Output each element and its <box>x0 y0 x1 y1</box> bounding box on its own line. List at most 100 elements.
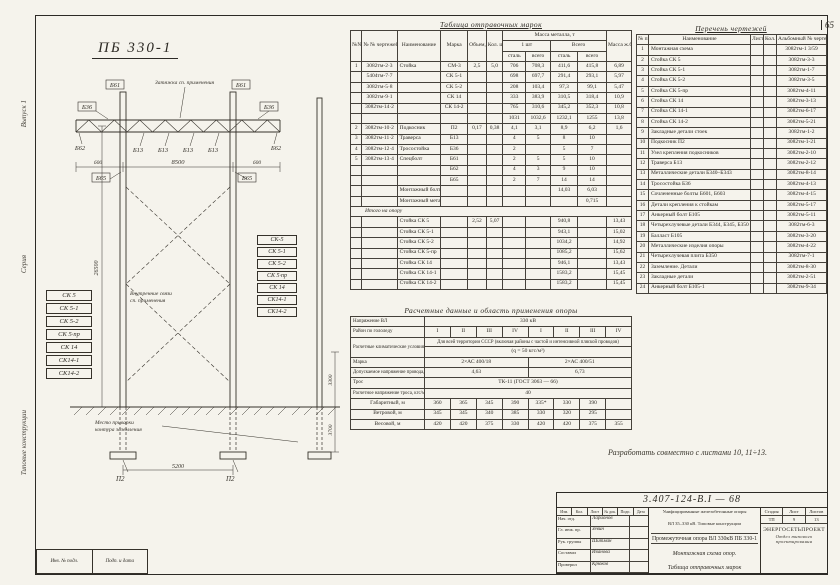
table-cell: 2 <box>349 123 363 135</box>
table-cell <box>576 216 608 228</box>
climate-text: Для всей территории СССР (включая районы… <box>424 336 632 348</box>
table-cell <box>763 147 777 160</box>
table-cell <box>396 102 442 114</box>
organization-name: ЭНЕРГОСЕТЬПРОЕКТ <box>763 527 825 533</box>
table-cell: 708,3 <box>525 61 552 73</box>
table-cell: Стойка СК 5-2 <box>648 75 751 87</box>
page-number: 65 <box>821 20 834 30</box>
col-header: сталь <box>550 50 578 63</box>
table-cell: Детали крепления к стойкам <box>648 199 751 212</box>
table-cell: 5,47 <box>606 81 632 94</box>
table-cell <box>750 65 764 77</box>
drawing-labels: Б36 Б61 Б61 Б36 Б62 Б62 Б13 Б13 Б13 Б13 … <box>74 80 334 483</box>
table-cell: 3082тм-4-11 <box>776 85 827 98</box>
table-cell: Траверса Б13 <box>648 158 751 170</box>
table-cell: 385 <box>501 408 529 420</box>
table-cell: 2 <box>502 175 527 187</box>
right-pole <box>229 91 237 408</box>
table-cell: 3082тм-2-12 <box>776 158 827 170</box>
corner-stamp-cell: Подп. и дата <box>105 559 135 564</box>
table-cell: 10 <box>576 154 608 166</box>
tie-note: Затяжка сп. применения <box>155 80 215 86</box>
table-cell: Стойка СК 5-пр <box>648 85 751 98</box>
table-cell: 6 <box>636 96 649 108</box>
table-cell: 12 <box>636 158 649 170</box>
shipping-marks-block: Таблица отправочных марок №№ пп № № черт… <box>349 20 632 291</box>
table-cell: 345 <box>475 398 503 410</box>
col-header: Лист <box>750 33 764 46</box>
table-cell: Тросостойка Б36 <box>648 179 751 191</box>
calc-data-block: Расчетные данные и область применения оп… <box>350 306 632 431</box>
table-cell <box>485 226 504 239</box>
table-cell: 7 <box>525 175 552 187</box>
table-cell <box>440 195 469 208</box>
table-cell <box>750 272 764 284</box>
table-cell: 5 <box>349 154 363 166</box>
table-cell <box>467 175 487 187</box>
table-cell <box>467 81 487 94</box>
table-cell: 3082тм-7-1 <box>776 251 827 263</box>
table-row: Монтажный металл0,715 <box>349 195 632 208</box>
table-cell: 1 <box>349 61 363 73</box>
table-cell <box>750 106 764 118</box>
col-header: № пп <box>636 33 649 46</box>
dim-base: 5200 <box>172 464 184 470</box>
table-cell <box>750 230 764 243</box>
table-cell: Весовой, м <box>350 418 425 431</box>
table-cell <box>440 237 469 249</box>
table-cell <box>605 408 632 420</box>
table-cell: 4,1 <box>502 123 527 135</box>
table-cell <box>763 106 777 118</box>
col-header: Кол. <box>763 33 777 46</box>
mark-list-item: СК-5 <box>257 235 297 245</box>
table-cell <box>525 143 552 156</box>
revision-header: Изм. Кол. Лист № док. Подп. Дата <box>557 508 648 516</box>
table-cell: 3 <box>525 164 552 177</box>
table-cell <box>750 261 764 274</box>
table-cell: 13,43 <box>606 216 632 228</box>
table-cell <box>763 241 777 253</box>
table-cell: Б13 <box>440 133 469 145</box>
table-cell: Металлические детали Б340–Б343 <box>648 168 751 181</box>
table-cell <box>396 112 442 125</box>
table-cell: 10 <box>636 137 649 149</box>
table-cell: 0,17 <box>467 123 487 135</box>
region-cell: II <box>553 326 581 338</box>
table-cell: 1583,2 <box>550 268 578 280</box>
cable-value: ТК-11 (ГОСТ 3063 — 66) <box>424 377 632 389</box>
table-cell <box>606 133 632 145</box>
table-cell: 3082тм-1 3/59 <box>776 44 827 56</box>
table-cell <box>467 185 487 197</box>
table-cell: 4 <box>349 143 363 156</box>
table-cell: 330 <box>553 398 581 410</box>
table-cell <box>485 185 504 197</box>
table-cell <box>349 185 363 197</box>
table-cell: Б36 <box>440 143 469 156</box>
table-cell <box>467 237 487 249</box>
drawings-list-title: Перечень чертежей <box>695 24 767 33</box>
table-cell <box>502 195 527 208</box>
table-cell <box>349 268 363 280</box>
label-b65-right: Б65 <box>241 175 253 182</box>
table-cell <box>763 127 777 139</box>
table-cell: 352,3 <box>576 102 608 114</box>
table-cell: 706 <box>502 61 527 73</box>
table-cell: 3082тм-5-11 <box>776 210 827 222</box>
table-cell: 345,2 <box>550 102 578 114</box>
table-cell <box>485 112 504 125</box>
dim-lower: 3700 <box>328 424 334 436</box>
table-cell: 2,5 <box>467 61 487 73</box>
table-cell <box>763 168 777 181</box>
table-cell: 14,92 <box>606 237 632 249</box>
table-cell <box>361 226 398 239</box>
table-cell: 345 <box>424 408 451 420</box>
dim-span: 8500 <box>172 159 186 166</box>
table-cell <box>361 268 398 280</box>
